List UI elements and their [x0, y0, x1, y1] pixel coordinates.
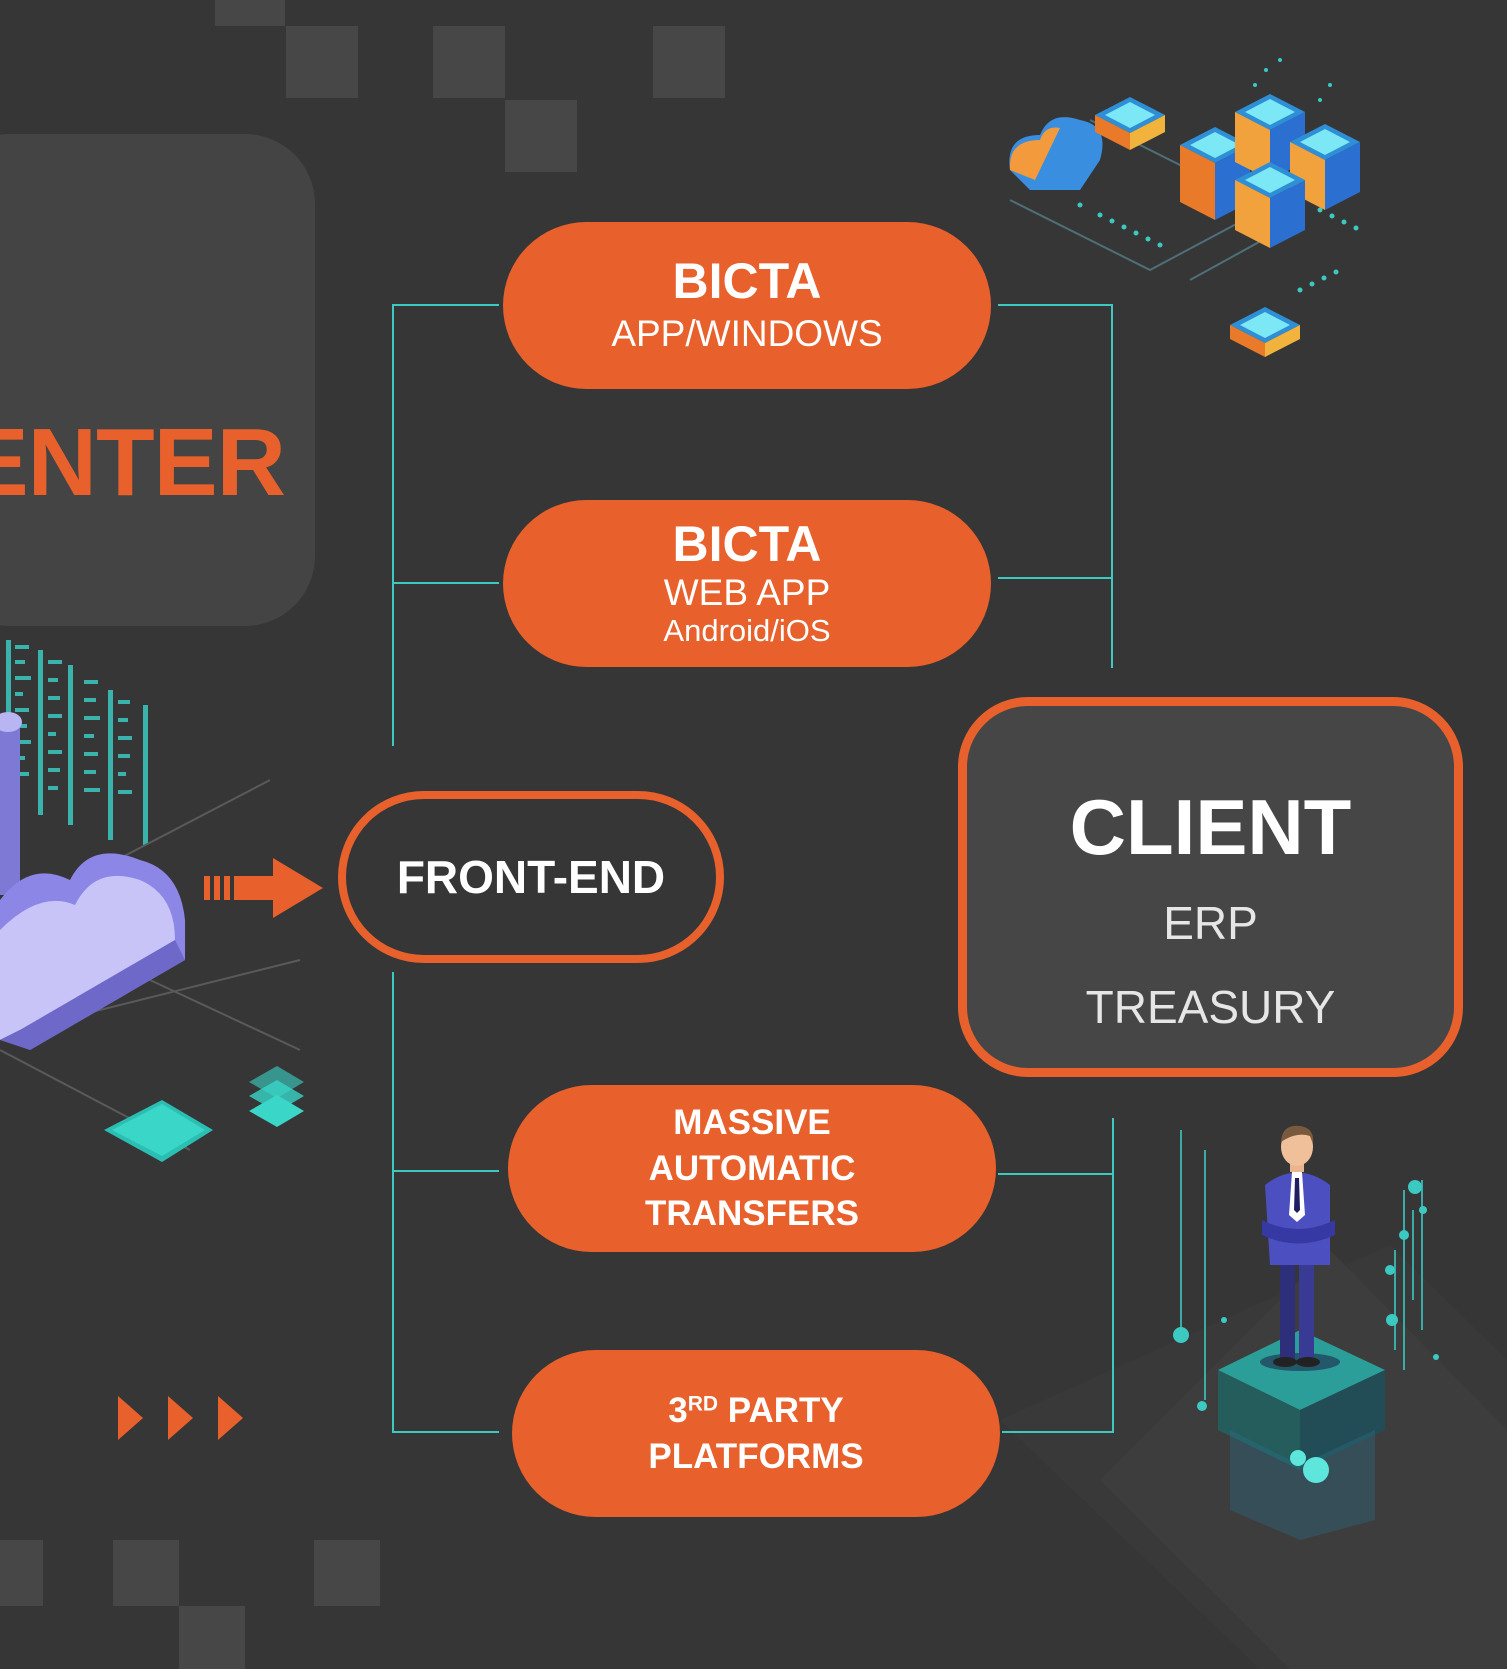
- triple-chevron-icon: [118, 1396, 243, 1440]
- businessman-illustration: [1173, 1125, 1439, 1540]
- third-party-line-1: 3RD PARTY: [668, 1388, 844, 1434]
- data-center-panel: [0, 134, 315, 626]
- frontend-label: FRONT-END: [396, 851, 666, 903]
- datacenter-cloud-illustration: [0, 640, 304, 1162]
- massive-transfers-pill: MASSIVE AUTOMATIC TRANSFERS: [508, 1085, 996, 1252]
- massive-line-3: TRANSFERS: [645, 1194, 859, 1234]
- third-party-rest: PARTY: [718, 1391, 844, 1430]
- web-app-platforms: Android/iOS: [663, 612, 831, 648]
- client-treasury: TREASURY: [1085, 981, 1336, 1033]
- bg-square: [286, 26, 358, 98]
- frontend-node: FRONT-END: [338, 791, 724, 963]
- arrow-right-icon: [204, 858, 323, 918]
- bg-square: [653, 26, 725, 98]
- bg-square: [433, 26, 505, 98]
- client-erp: ERP: [1163, 897, 1258, 949]
- massive-line-1: MASSIVE: [673, 1103, 831, 1143]
- bg-square: [505, 100, 577, 172]
- bg-square: [0, 1540, 43, 1606]
- third-party-prefix: 3: [668, 1391, 688, 1430]
- web-app-title: BICTA: [672, 516, 822, 573]
- third-party-line-2: PLATFORMS: [648, 1436, 864, 1476]
- app-windows-pill: BICTA APP/WINDOWS: [503, 222, 991, 389]
- bg-square: [113, 1540, 179, 1606]
- connector-lines: [392, 304, 1114, 1433]
- third-party-pill: 3RD PARTY PLATFORMS: [512, 1350, 1000, 1517]
- client-node: CLIENT ERP TREASURY: [958, 697, 1463, 1077]
- app-windows-subtitle: APP/WINDOWS: [611, 313, 883, 355]
- web-app-subtitle: WEB APP: [663, 572, 831, 614]
- third-party-sup: RD: [687, 1392, 719, 1416]
- bg-square: [215, 0, 285, 26]
- web-app-pill: BICTA WEB APP Android/iOS: [503, 500, 991, 667]
- massive-line-2: AUTOMATIC: [648, 1148, 856, 1188]
- client-title: CLIENT: [1069, 783, 1352, 871]
- bg-square: [314, 1540, 380, 1606]
- bg-square: [179, 1606, 245, 1669]
- server-blocks-illustration: [1009, 58, 1360, 357]
- app-windows-title: BICTA: [672, 253, 822, 310]
